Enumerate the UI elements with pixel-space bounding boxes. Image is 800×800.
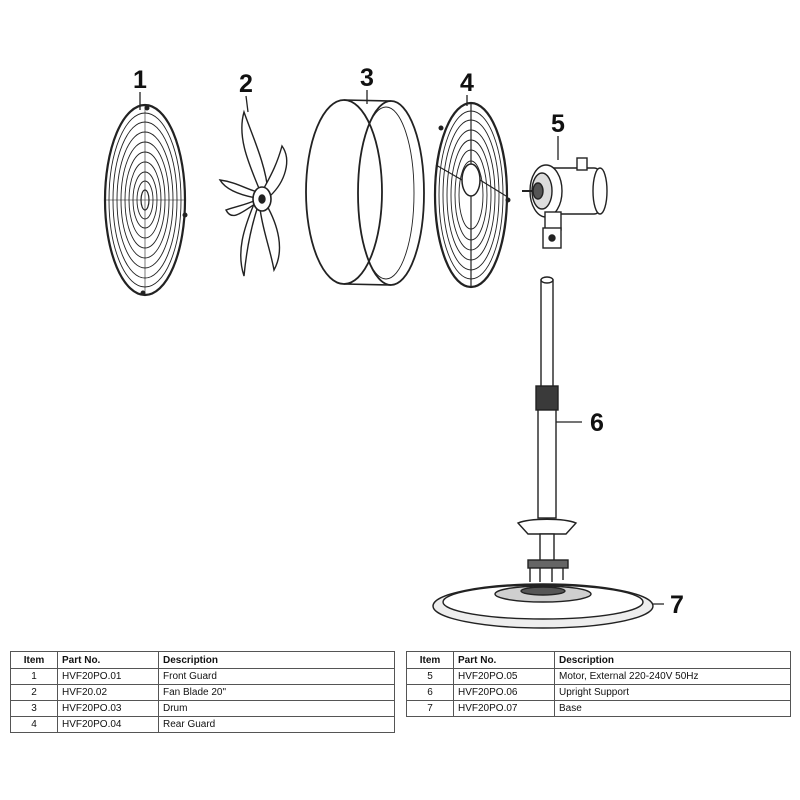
- description-cell: Fan Blade 20": [158, 684, 395, 701]
- drum-illustration: [305, 99, 425, 286]
- fan-blade-illustration: [218, 109, 288, 277]
- column-header-part-no: Part No.: [57, 651, 159, 669]
- callout-3: 3: [360, 64, 374, 92]
- callout-1: 1: [133, 66, 147, 94]
- item-cell: 4: [10, 716, 58, 733]
- callout-7: 7: [670, 591, 684, 619]
- part-no-cell: HVF20PO.06: [453, 684, 555, 701]
- parts-table-right: Item Part No. Description 5 HVF20PO.05 M…: [406, 651, 791, 717]
- column-header-description: Description: [554, 651, 791, 669]
- parts-table-left: Item Part No. Description 1 HVF20PO.01 F…: [10, 651, 395, 733]
- table-row: 1 HVF20PO.01 Front Guard: [10, 668, 395, 685]
- description-cell: Motor, External 220-240V 50Hz: [554, 668, 791, 685]
- column-header-item: Item: [406, 651, 454, 669]
- table-row: 2 HVF20.02 Fan Blade 20": [10, 684, 395, 701]
- callout-5: 5: [551, 110, 565, 138]
- callout-4: 4: [460, 69, 474, 97]
- upright-support-illustration: [516, 276, 578, 582]
- callout-2: 2: [239, 70, 253, 98]
- item-cell: 1: [10, 668, 58, 685]
- item-cell: 6: [406, 684, 454, 701]
- table-row: 3 HVF20PO.03 Drum: [10, 700, 395, 717]
- description-cell: Drum: [158, 700, 395, 717]
- part-no-cell: HVF20PO.07: [453, 700, 555, 717]
- rear-guard-illustration: [433, 101, 511, 289]
- description-cell: Upright Support: [554, 684, 791, 701]
- table-row: 7 HVF20PO.07 Base: [406, 700, 791, 717]
- front-guard-illustration: [103, 103, 188, 297]
- part-no-cell: HVF20PO.01: [57, 668, 159, 685]
- callout-6: 6: [590, 409, 604, 437]
- description-cell: Rear Guard: [158, 716, 395, 733]
- item-cell: 5: [406, 668, 454, 685]
- column-header-part-no: Part No.: [453, 651, 555, 669]
- motor-illustration: [522, 157, 608, 249]
- table-header-row: Item Part No. Description: [10, 651, 395, 669]
- table-row: 6 HVF20PO.06 Upright Support: [406, 684, 791, 701]
- part-no-cell: HVF20PO.05: [453, 668, 555, 685]
- leader-lines: [139, 90, 664, 605]
- description-cell: Front Guard: [158, 668, 395, 685]
- table-row: 4 HVF20PO.04 Rear Guard: [10, 716, 395, 733]
- part-no-cell: HVF20.02: [57, 684, 159, 701]
- base-illustration: [432, 583, 654, 629]
- item-cell: 3: [10, 700, 58, 717]
- exploded-parts-diagram: 1 2 3 4 5 6 7: [103, 64, 684, 629]
- description-cell: Base: [554, 700, 791, 717]
- column-header-item: Item: [10, 651, 58, 669]
- item-cell: 2: [10, 684, 58, 701]
- table-row: 5 HVF20PO.05 Motor, External 220-240V 50…: [406, 668, 791, 685]
- part-no-cell: HVF20PO.04: [57, 716, 159, 733]
- table-header-row: Item Part No. Description: [406, 651, 791, 669]
- part-no-cell: HVF20PO.03: [57, 700, 159, 717]
- column-header-description: Description: [158, 651, 395, 669]
- item-cell: 7: [406, 700, 454, 717]
